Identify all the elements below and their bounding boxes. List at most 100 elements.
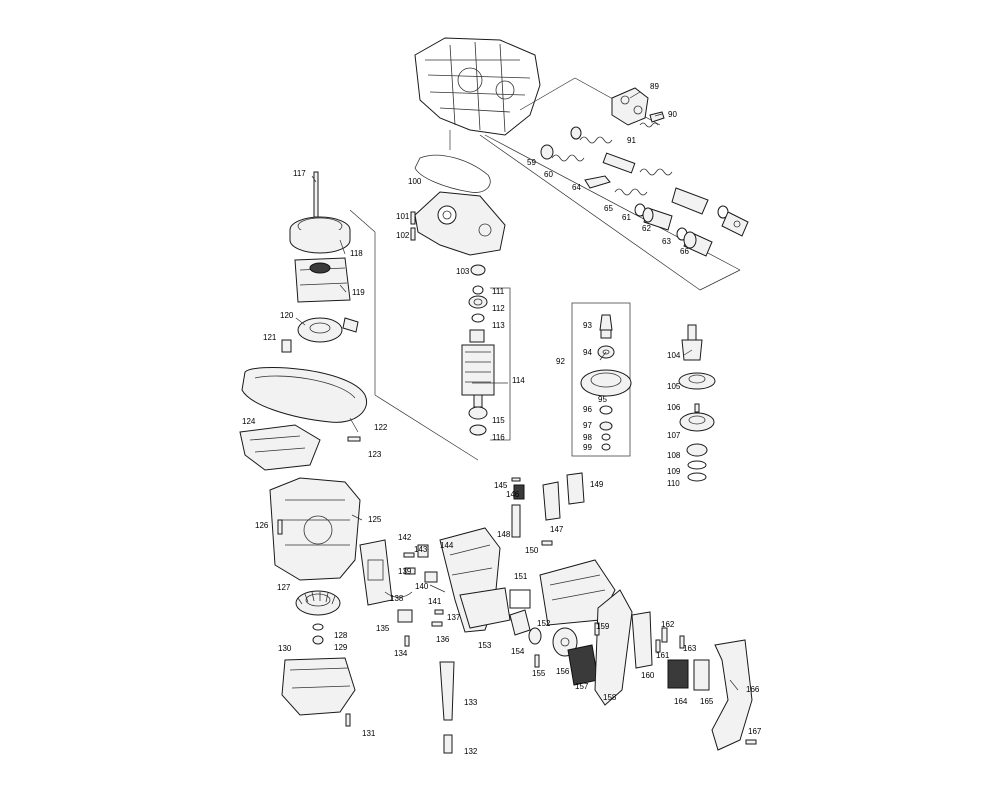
part-90-pin (649, 111, 665, 123)
part-118-fan-cover (289, 216, 351, 254)
part-152-plate (509, 609, 531, 636)
part-142-switch-board (359, 539, 393, 606)
callout-125: 125 (368, 515, 382, 524)
part-60-spring (551, 154, 585, 162)
callout-121: 121 (263, 333, 277, 342)
part-101-screw (410, 211, 416, 225)
part-150-screw (541, 540, 553, 546)
callout-115: 115 (492, 416, 505, 425)
part-112-bearing (468, 295, 488, 309)
part-133-cord-guard (439, 661, 455, 721)
callout-98: 98 (583, 433, 592, 442)
part-103-bearing (470, 264, 486, 276)
part-102-screw (410, 227, 416, 241)
part-147-bracket (542, 481, 561, 521)
callout-114: 114 (512, 376, 525, 385)
callout-145: 145 (494, 481, 508, 490)
callout-131: 131 (362, 729, 376, 738)
callout-138: 138 (390, 594, 404, 603)
callout-141: 141 (428, 597, 442, 606)
part-97-bearing (599, 421, 613, 431)
callout-116: 116 (492, 433, 505, 442)
callout-132: 132 (464, 747, 478, 756)
callout-103: 103 (456, 267, 470, 276)
callout-151: 151 (514, 572, 528, 581)
callout-61: 61 (622, 213, 631, 222)
callout-63: 63 (662, 237, 671, 246)
part-138-cord (384, 591, 413, 598)
part-65-spring (614, 188, 648, 196)
callout-135: 135 (376, 624, 390, 633)
callout-147: 147 (550, 525, 564, 534)
callout-111: 111 (492, 287, 505, 296)
part-122-band (241, 367, 367, 423)
callout-164: 164 (674, 697, 688, 706)
part-123-screw (347, 436, 361, 442)
part-110-ring (687, 472, 707, 482)
callout-143: 143 (414, 545, 428, 554)
callout-93: 93 (583, 321, 592, 330)
part-154-bearing (528, 627, 542, 645)
part-165-trigger (693, 659, 710, 691)
part-146-switch-lever (513, 484, 525, 500)
callout-144: 144 (440, 541, 454, 550)
part-98-washer (601, 433, 611, 441)
part-151-label (509, 589, 531, 609)
part-136-screw (431, 621, 443, 627)
callout-108: 108 (667, 451, 681, 460)
part-108-ring (686, 443, 708, 457)
callout-66: 66 (680, 247, 689, 256)
callout-99: 99 (583, 443, 592, 452)
part-164-switch (667, 659, 689, 689)
part-163-screw (679, 635, 685, 649)
callout-100: 100 (408, 177, 422, 186)
part-93-crank-pin (599, 314, 613, 339)
part-116-bearing (469, 424, 487, 436)
callout-162: 162 (661, 620, 675, 629)
part-144-switch (417, 544, 429, 558)
callout-labels: 59 60 64 65 61 62 63 66 89 90 91 100 101… (242, 82, 762, 756)
callout-148: 148 (497, 530, 511, 539)
part-99-ring (601, 443, 611, 451)
part-149-switch-lock (566, 472, 585, 505)
callout-122: 122 (374, 423, 388, 432)
part-130-rear-cover (281, 657, 356, 716)
callout-152: 152 (537, 619, 551, 628)
callout-124: 124 (242, 417, 256, 426)
callout-90: 90 (668, 110, 677, 119)
part-129-nut (312, 635, 324, 645)
callout-113: 113 (492, 321, 505, 330)
callout-97: 97 (583, 421, 592, 430)
part-131-screw (345, 713, 351, 727)
callout-91: 91 (627, 136, 636, 145)
part-105-bearing (678, 372, 716, 390)
part-89-cylinder-block (611, 87, 649, 126)
callout-123: 123 (368, 450, 382, 459)
part-153-frame (459, 587, 511, 629)
part-167-screw (745, 739, 757, 745)
callout-159: 159 (596, 622, 610, 631)
part-145-screw (511, 477, 521, 482)
callout-92: 92 (556, 357, 565, 366)
callout-163: 163 (683, 644, 697, 653)
callout-129: 129 (334, 643, 348, 652)
callout-101: 101 (396, 212, 410, 221)
callout-130: 130 (278, 644, 292, 653)
part-143-screw (403, 552, 415, 558)
part-115-bearing (468, 406, 488, 420)
callout-112: 112 (492, 304, 505, 313)
callout-107: 107 (667, 431, 681, 440)
callout-128: 128 (334, 631, 348, 640)
part-62-piston (642, 207, 673, 231)
callout-156: 156 (556, 667, 570, 676)
callout-140: 140 (415, 582, 429, 591)
part-166-rear-handle (711, 639, 753, 751)
part-66-chuck (683, 231, 713, 257)
callout-109: 109 (667, 467, 681, 476)
part-59-ring (540, 144, 554, 160)
part-159-screw (594, 622, 600, 636)
part-127-fan (295, 590, 341, 616)
part-128-washer (312, 623, 324, 631)
callout-105: 105 (667, 382, 681, 391)
